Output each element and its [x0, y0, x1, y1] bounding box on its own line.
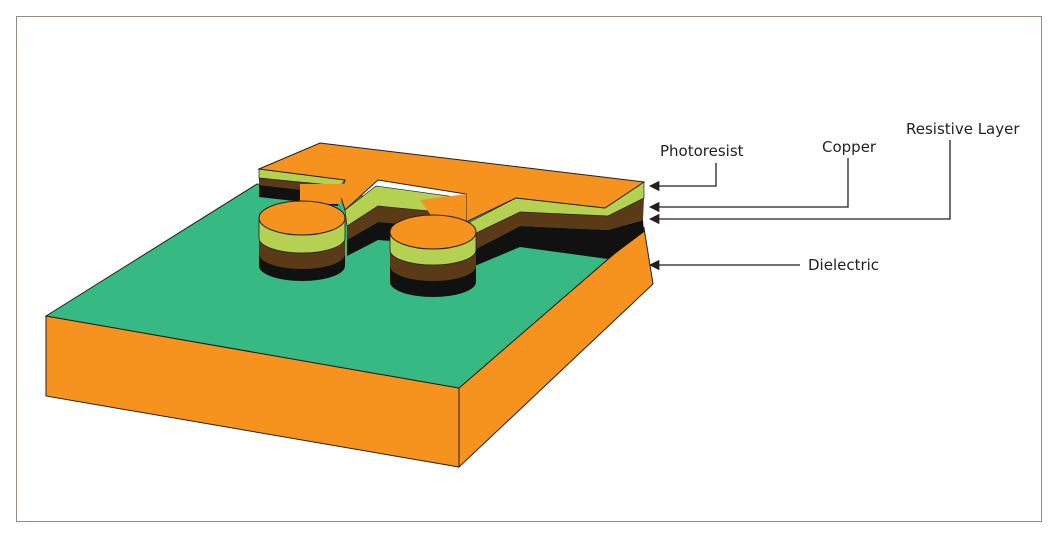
label-copper: Copper — [822, 138, 877, 156]
label-photoresist: Photoresist — [660, 142, 744, 160]
label-dielectric: Dielectric — [808, 256, 879, 274]
copper-wall-right — [470, 198, 644, 252]
resistive-wall-right — [470, 220, 644, 268]
trace-top-surface — [257, 142, 646, 250]
stem-left-top — [300, 184, 345, 204]
left-pad-top — [258, 200, 346, 236]
right-pad-top — [389, 214, 477, 250]
label-resistive-layer: Resistive Layer — [906, 120, 1020, 138]
photoresist-leader — [648, 163, 717, 192]
copper-leader — [648, 158, 849, 213]
callout-lines — [648, 140, 951, 271]
diagram-frame — [16, 16, 1042, 522]
resistive-leader — [648, 140, 951, 225]
